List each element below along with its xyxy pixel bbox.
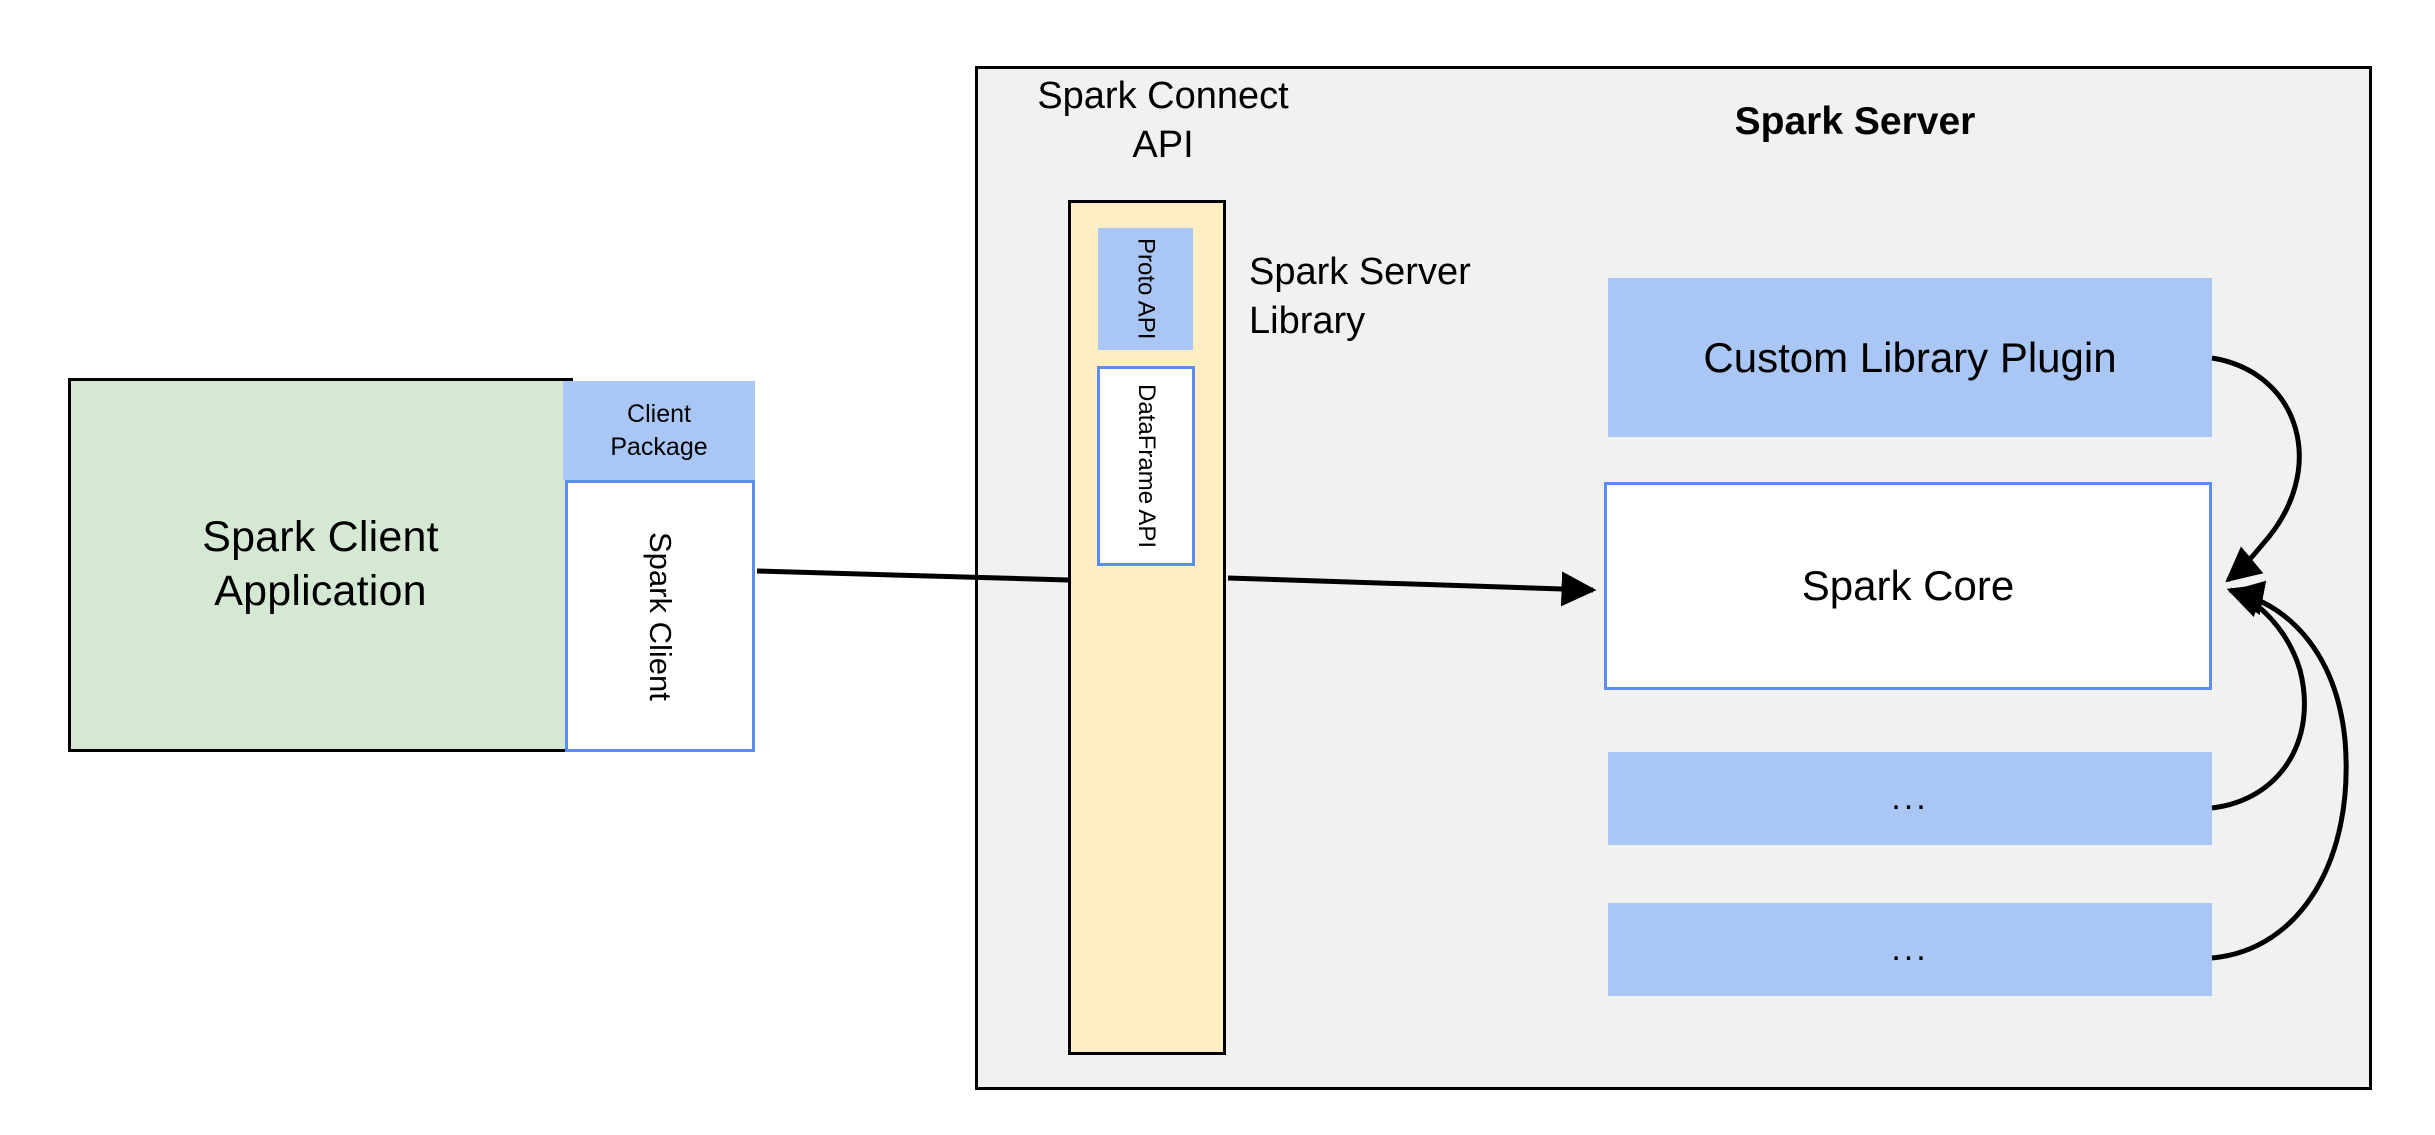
spark-connect-api-label-line1: Spark Connect [1037,75,1289,117]
spark-connect-api-label: Spark Connect API [1008,68,1318,170]
spark-server-title: Spark Server [1734,100,1976,143]
custom-library-plugin-box[interactable]: Custom Library Plugin [1608,278,2212,437]
spark-connect-api-label-line2: API [1132,124,1194,167]
spark-client-box[interactable]: Spark Client [565,480,755,752]
dataframe-api-label: DataFrame API [1133,383,1160,549]
ellipsis-box-1[interactable]: ... [1608,752,2212,845]
proto-api-label: Proto API [1132,238,1160,340]
spark-server-library-label: Spark Server Library [1249,248,1549,358]
spark-server-library-label-line1: Spark Server [1249,251,1471,293]
spark-server-library-label-line2: Library [1249,299,1366,342]
spark-client-application-line2: Application [214,567,427,615]
proto-api-box[interactable]: Proto API [1098,228,1193,350]
spark-client-label: Spark Client [643,531,678,701]
client-package-line2: Package [610,432,708,461]
client-package-box[interactable]: Client Package [563,381,755,480]
ellipsis-box-2[interactable]: ... [1608,903,2212,996]
spark-client-application-box[interactable]: Spark Client Application [68,378,573,752]
dataframe-api-box[interactable]: DataFrame API [1097,366,1195,566]
spark-client-application-line1: Spark Client [202,513,439,562]
spark-core-box[interactable]: Spark Core [1604,482,2212,690]
client-package-line1: Client [627,400,691,428]
